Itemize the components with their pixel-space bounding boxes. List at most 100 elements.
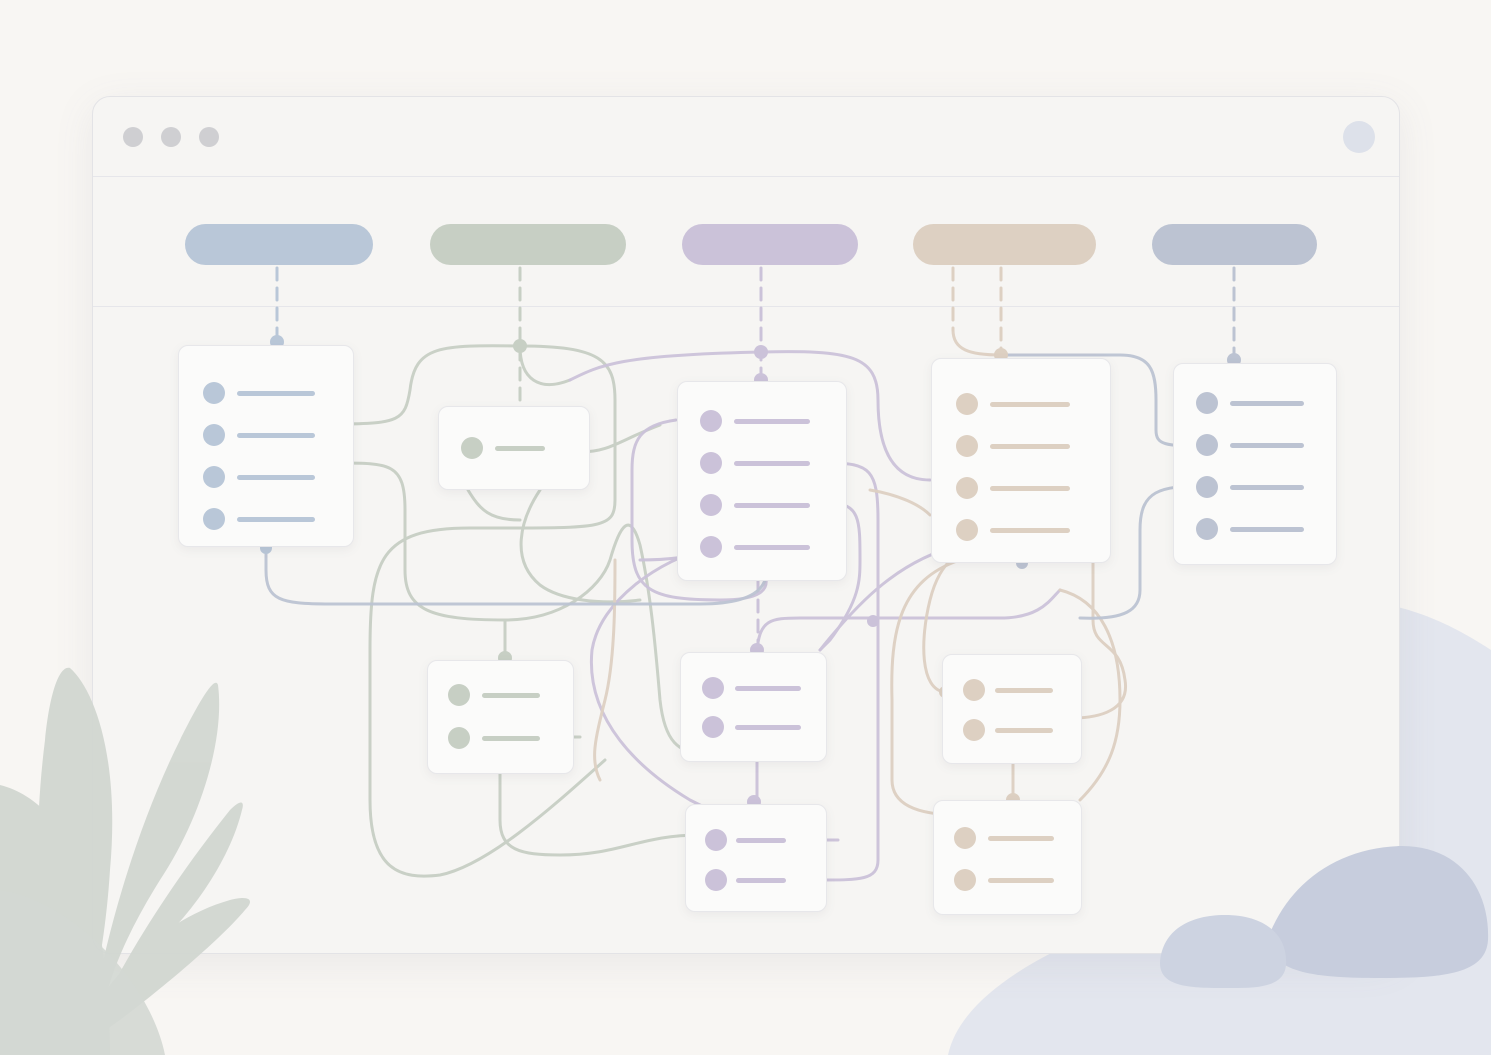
card-row[interactable] — [1174, 476, 1336, 498]
card-row[interactable] — [686, 829, 826, 851]
card-5[interactable] — [1173, 363, 1337, 565]
bullet-icon — [700, 536, 722, 558]
text-placeholder-line — [1230, 443, 1304, 448]
card-9[interactable] — [685, 804, 827, 912]
knob[interactable] — [754, 345, 768, 359]
close-dot[interactable] — [123, 127, 143, 147]
bullet-icon — [956, 477, 978, 499]
text-placeholder-line — [736, 878, 786, 883]
text-placeholder-line — [482, 736, 540, 741]
text-placeholder-line — [995, 688, 1053, 693]
column-header-5[interactable] — [1152, 224, 1317, 265]
bullet-icon — [700, 410, 722, 432]
bullet-icon — [1196, 518, 1218, 540]
bullet-icon — [448, 727, 470, 749]
card-row[interactable] — [1174, 434, 1336, 456]
card-row[interactable] — [1174, 392, 1336, 414]
text-placeholder-line — [734, 461, 810, 466]
card-row[interactable] — [439, 437, 589, 459]
text-placeholder-line — [990, 402, 1070, 407]
card-row[interactable] — [681, 716, 826, 738]
bullet-icon — [963, 719, 985, 741]
column-header-2[interactable] — [430, 224, 626, 265]
bullet-icon — [203, 466, 225, 488]
text-placeholder-line — [990, 486, 1070, 491]
card-row[interactable] — [678, 410, 846, 432]
card-row[interactable] — [943, 719, 1081, 741]
text-placeholder-line — [482, 693, 540, 698]
text-placeholder-line — [237, 391, 315, 396]
text-placeholder-line — [734, 545, 810, 550]
column-header-3[interactable] — [682, 224, 858, 265]
card-row[interactable] — [932, 477, 1110, 499]
card-row[interactable] — [678, 494, 846, 516]
bullet-icon — [1196, 392, 1218, 414]
text-placeholder-line — [734, 419, 810, 424]
bullet-icon — [705, 829, 727, 851]
text-placeholder-line — [237, 517, 315, 522]
card-row[interactable] — [932, 435, 1110, 457]
card-row[interactable] — [934, 827, 1081, 849]
card-row[interactable] — [678, 536, 846, 558]
user-avatar-icon[interactable] — [1343, 121, 1375, 153]
card-row[interactable] — [932, 393, 1110, 415]
text-placeholder-line — [735, 686, 801, 691]
card-4[interactable] — [931, 358, 1111, 563]
text-placeholder-line — [1230, 485, 1304, 490]
card-row[interactable] — [678, 452, 846, 474]
bullet-icon — [700, 452, 722, 474]
bullet-icon — [1196, 476, 1218, 498]
text-placeholder-line — [990, 528, 1070, 533]
card-row[interactable] — [934, 869, 1081, 891]
text-placeholder-line — [237, 475, 315, 480]
bullet-icon — [705, 869, 727, 891]
card-row[interactable] — [179, 508, 353, 530]
bullet-icon — [956, 393, 978, 415]
card-row[interactable] — [428, 727, 573, 749]
text-placeholder-line — [734, 503, 810, 508]
column-header-4[interactable] — [913, 224, 1096, 265]
text-placeholder-line — [1230, 401, 1304, 406]
column-header-divider — [93, 306, 1399, 307]
card-row[interactable] — [681, 677, 826, 699]
text-placeholder-line — [988, 878, 1054, 883]
bullet-icon — [702, 716, 724, 738]
bullet-icon — [700, 494, 722, 516]
card-6[interactable] — [427, 660, 574, 774]
text-placeholder-line — [990, 444, 1070, 449]
card-8[interactable] — [942, 654, 1082, 764]
bullet-icon — [702, 677, 724, 699]
knob[interactable] — [867, 615, 879, 627]
bullet-icon — [954, 827, 976, 849]
card-row[interactable] — [932, 519, 1110, 541]
minimize-dot[interactable] — [161, 127, 181, 147]
card-row[interactable] — [943, 679, 1081, 701]
text-placeholder-line — [995, 728, 1053, 733]
card-row[interactable] — [1174, 518, 1336, 540]
bullet-icon — [203, 382, 225, 404]
bullet-icon — [954, 869, 976, 891]
knob[interactable] — [513, 339, 527, 353]
card-row[interactable] — [686, 869, 826, 891]
card-row[interactable] — [179, 466, 353, 488]
text-placeholder-line — [237, 433, 315, 438]
card-2[interactable] — [438, 406, 590, 490]
bullet-icon — [956, 435, 978, 457]
bullet-icon — [203, 424, 225, 446]
card-row[interactable] — [179, 382, 353, 404]
column-header-1[interactable] — [185, 224, 373, 265]
card-3[interactable] — [677, 381, 847, 581]
text-placeholder-line — [1230, 527, 1304, 532]
bullet-icon — [461, 437, 483, 459]
bullet-icon — [963, 679, 985, 701]
card-10[interactable] — [933, 800, 1082, 915]
bullet-icon — [1196, 434, 1218, 456]
text-placeholder-line — [495, 446, 545, 451]
card-row[interactable] — [428, 684, 573, 706]
bullet-icon — [203, 508, 225, 530]
text-placeholder-line — [735, 725, 801, 730]
card-1[interactable] — [178, 345, 354, 547]
maximize-dot[interactable] — [199, 127, 219, 147]
card-7[interactable] — [680, 652, 827, 762]
card-row[interactable] — [179, 424, 353, 446]
